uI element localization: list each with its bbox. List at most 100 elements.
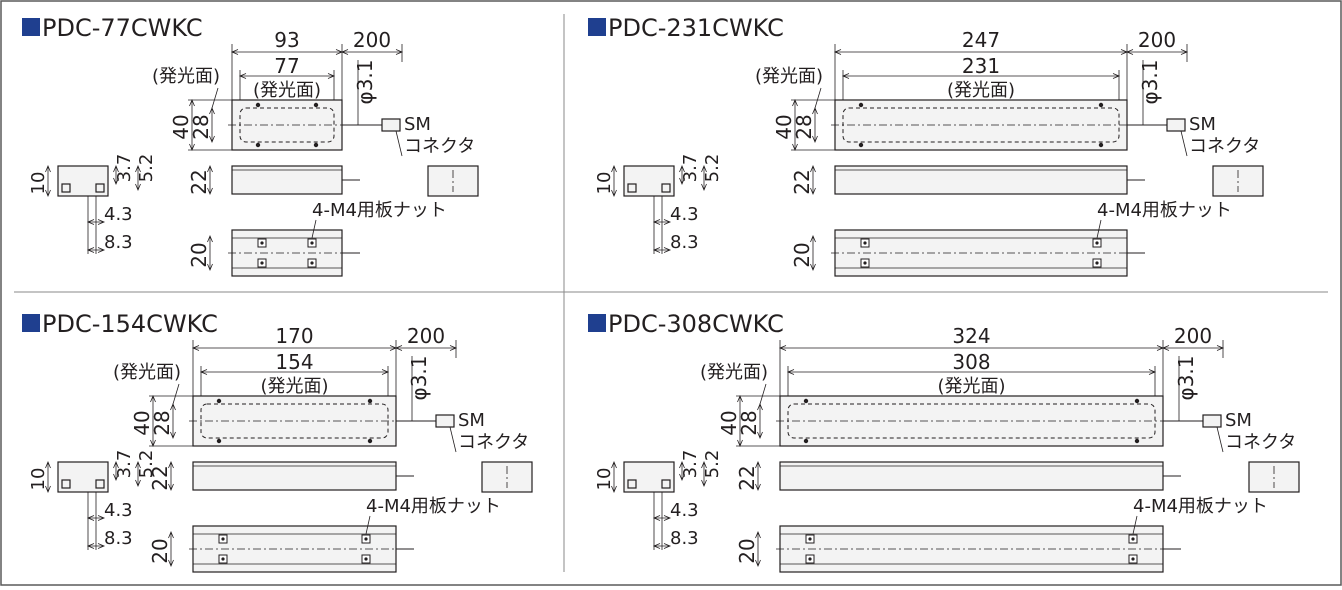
label-connector-jp: コネクタ bbox=[404, 136, 475, 157]
dim-emit-arrow bbox=[841, 73, 1121, 79]
model-marker bbox=[22, 314, 40, 332]
dim-end-52-label: 5.2 bbox=[702, 154, 723, 183]
dim-cable-arrow bbox=[394, 345, 458, 351]
screw-bl bbox=[255, 142, 261, 148]
nut-3 bbox=[361, 534, 371, 544]
label-nut: 4-M4用板ナット bbox=[1133, 496, 1268, 517]
dim-end-83-arrow bbox=[86, 247, 106, 253]
dim-emit-arrow bbox=[199, 369, 390, 375]
dim-end-43-arrow bbox=[652, 515, 672, 521]
screw-bl bbox=[216, 438, 222, 444]
dim-side-label: 22 bbox=[187, 169, 211, 194]
dim-height-arrow bbox=[737, 394, 743, 448]
nut-hole bbox=[364, 557, 368, 561]
dim-side-arrow bbox=[755, 460, 761, 492]
dim-emit-height-label: 28 bbox=[792, 114, 816, 139]
nut-hole bbox=[260, 261, 264, 265]
nut-3 bbox=[1092, 238, 1102, 248]
connector-leader bbox=[1216, 426, 1224, 453]
screw-br bbox=[1098, 142, 1104, 148]
dim-cable-dia-label: φ3.1 bbox=[1138, 60, 1162, 105]
nut-hole bbox=[863, 241, 867, 245]
dim-cable-dia-label: φ3.1 bbox=[407, 356, 431, 401]
nut-hole bbox=[364, 537, 368, 541]
dim-end-43-label: 4.3 bbox=[670, 204, 699, 225]
profile-slot-1 bbox=[627, 183, 637, 193]
model-title: PDC-308CWKC bbox=[608, 310, 784, 338]
label-connector-jp: コネクタ bbox=[458, 432, 529, 453]
dim-end-43-arrow bbox=[652, 219, 672, 225]
dim-height-arrow bbox=[189, 98, 195, 152]
dim-emit-arrow bbox=[238, 73, 336, 79]
nut-4 bbox=[307, 258, 317, 268]
dim-end-37-arrow bbox=[113, 164, 119, 186]
dim-end-43-arrow bbox=[86, 515, 106, 521]
dim-end-52-arrow bbox=[135, 164, 141, 192]
dim-cable-label: 200 bbox=[1138, 28, 1176, 52]
nut-1 bbox=[860, 238, 870, 248]
dim-end-52-label: 5.2 bbox=[136, 450, 157, 479]
dim-end-h-arrow bbox=[611, 460, 617, 494]
dim-side-label: 22 bbox=[790, 169, 814, 194]
screw-br bbox=[367, 438, 373, 444]
screw-tr bbox=[313, 102, 319, 108]
side-body bbox=[192, 461, 397, 491]
dim-emit-label: 154 bbox=[275, 350, 313, 374]
nut-hole bbox=[221, 557, 225, 561]
dim-end-37-arrow bbox=[679, 460, 685, 482]
label-connector-jp: コネクタ bbox=[1189, 136, 1260, 157]
dim-height-label: 40 bbox=[169, 114, 193, 139]
dim-end-52-label: 5.2 bbox=[702, 450, 723, 479]
dim-bottom-label: 20 bbox=[735, 538, 759, 563]
dim-end-52-arrow bbox=[135, 460, 141, 488]
label-connector-sm: SM bbox=[404, 114, 431, 135]
label-emit-inner: (発光面) bbox=[947, 80, 1015, 101]
dim-end-h-arrow bbox=[45, 460, 51, 494]
nut-3 bbox=[1128, 534, 1138, 544]
profile-slot-2 bbox=[95, 479, 105, 489]
screw-tl bbox=[858, 102, 864, 108]
nut-hole bbox=[808, 557, 812, 561]
dim-end-43-label: 4.3 bbox=[670, 500, 699, 521]
nut-leader bbox=[311, 219, 317, 239]
dim-end-83-arrow bbox=[86, 543, 106, 549]
dim-end-h-arrow bbox=[45, 164, 51, 198]
model-title: PDC-77CWKC bbox=[42, 14, 203, 42]
emit-area bbox=[200, 403, 389, 439]
dim-end-83-label: 8.3 bbox=[670, 232, 699, 253]
screw-tl bbox=[255, 102, 261, 108]
dim-end-h-label: 10 bbox=[594, 172, 615, 195]
label-nut: 4-M4用板ナット bbox=[312, 200, 447, 221]
nut-hole bbox=[1131, 537, 1135, 541]
model-title: PDC-231CWKC bbox=[608, 14, 784, 42]
label-nut: 4-M4用板ナット bbox=[366, 496, 501, 517]
nut-hole bbox=[1095, 261, 1099, 265]
label-connector-sm: SM bbox=[458, 410, 485, 431]
dim-bottom-arrow bbox=[755, 530, 761, 568]
model-title: PDC-154CWKC bbox=[42, 310, 218, 338]
connector-leader bbox=[395, 130, 403, 157]
connector bbox=[1166, 118, 1186, 132]
nut-4 bbox=[1128, 554, 1138, 564]
screw-br bbox=[1134, 438, 1140, 444]
dim-total-label: 324 bbox=[952, 324, 990, 348]
dim-height-label: 40 bbox=[130, 410, 154, 435]
nut-hole bbox=[808, 537, 812, 541]
dim-cable-arrow bbox=[1161, 345, 1225, 351]
dim-total-label: 93 bbox=[274, 28, 299, 52]
dim-side-arrow bbox=[207, 164, 213, 196]
dim-end-83-label: 8.3 bbox=[104, 232, 133, 253]
nut-2 bbox=[805, 554, 815, 564]
profile-slot-1 bbox=[627, 479, 637, 489]
dim-end-h-label: 10 bbox=[28, 172, 49, 195]
dim-end-52-arrow bbox=[701, 164, 707, 192]
dim-cable-arrow bbox=[1125, 49, 1189, 55]
nut-hole bbox=[221, 537, 225, 541]
dim-end-52-arrow bbox=[701, 460, 707, 488]
dim-height-arrow bbox=[150, 394, 156, 448]
label-emit-inner: (発光面) bbox=[937, 376, 1005, 397]
screw-tr bbox=[367, 398, 373, 404]
